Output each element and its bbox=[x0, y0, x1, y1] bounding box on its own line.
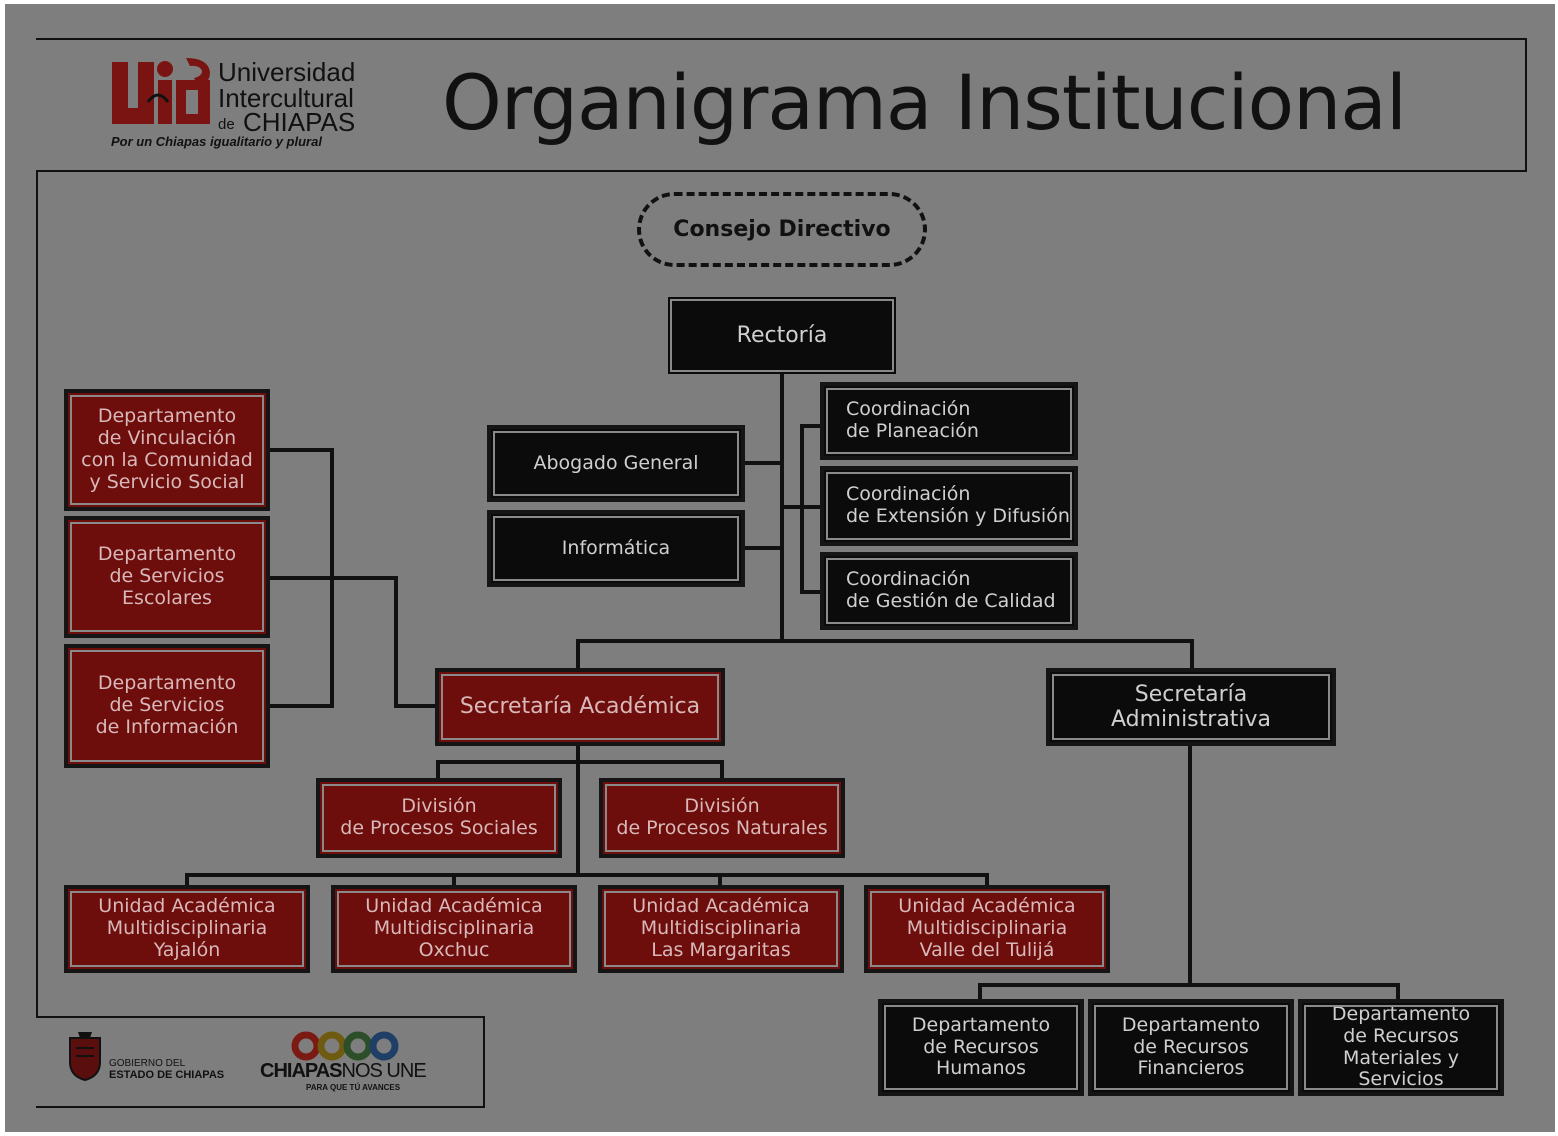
connector-sec-academica-drop bbox=[576, 639, 580, 671]
node-coord-extension: Coordinación de Extensión y Difusión bbox=[820, 466, 1078, 546]
footer-gobierno-line1: GOBIERNO DEL bbox=[109, 1058, 186, 1069]
logo-slogan: Por un Chiapas igualitario y plural bbox=[111, 134, 322, 149]
connector-divisions-bar bbox=[436, 760, 724, 764]
node-depto-recursos-humanos: Departamento de Recursos Humanos bbox=[878, 999, 1084, 1096]
connector-coord-planeacion bbox=[800, 424, 822, 428]
footer-chiapas-word: CHIAPAS bbox=[260, 1060, 343, 1082]
header-border-top bbox=[36, 38, 1527, 40]
connector-coord-extension bbox=[800, 505, 822, 509]
logo-de: de bbox=[218, 116, 235, 133]
connector-unidad-2 bbox=[452, 873, 456, 887]
node-coord-calidad: Coordinación de Gestión de Calidad bbox=[820, 552, 1078, 630]
connector-admin-trunk bbox=[1188, 743, 1192, 985]
footer-border-right bbox=[483, 1016, 485, 1108]
node-depto-recursos-financieros: Departamento de Recursos Financieros bbox=[1088, 999, 1294, 1096]
node-depto-vinculacion: Departamento de Vinculación con la Comun… bbox=[64, 389, 270, 511]
connector-unidad-4 bbox=[985, 873, 989, 887]
node-unidad-valle-del-tulija: Unidad Académica Multidisciplinaria Vall… bbox=[864, 885, 1110, 973]
connector-admin-1 bbox=[978, 983, 982, 1001]
node-secretaria-administrativa: Secretaría Administrativa bbox=[1046, 668, 1336, 746]
node-rectoria: Rectoría bbox=[668, 297, 896, 374]
node-consejo-directivo: Consejo Directivo bbox=[637, 192, 927, 267]
node-division-procesos-naturales: División de Procesos Naturales bbox=[599, 778, 845, 858]
footer-chiapas-brand: CHIAPASNOS UNE bbox=[260, 1060, 427, 1083]
connector-dept-escolares bbox=[268, 576, 398, 580]
connector-coord-vertical bbox=[800, 424, 804, 594]
header-border-bottom bbox=[36, 170, 1527, 172]
connector-dept-vinculacion bbox=[268, 448, 334, 452]
connector-div-sociales bbox=[436, 760, 440, 780]
gobierno-chiapas-shield-icon bbox=[69, 1032, 101, 1082]
node-unidad-oxchuc: Unidad Académica Multidisciplinaria Oxch… bbox=[331, 885, 577, 973]
header-border-right bbox=[1525, 38, 1527, 172]
connector-dept-informacion bbox=[268, 704, 334, 708]
connector-unidad-3 bbox=[718, 873, 722, 887]
page-title: Organigrama Institucional bbox=[442, 58, 1407, 147]
node-division-procesos-sociales: División de Procesos Sociales bbox=[316, 778, 562, 858]
logo-chiapas: CHIAPAS bbox=[243, 107, 356, 137]
node-depto-recursos-materiales: Departamento de Recursos Materiales y Se… bbox=[1298, 999, 1504, 1096]
node-abogado-general: Abogado General bbox=[487, 425, 745, 502]
footer-gobierno-line2: ESTADO DE CHIAPAS bbox=[109, 1069, 225, 1081]
frame-left-border bbox=[36, 170, 38, 1018]
connector-escolares-down bbox=[394, 576, 398, 708]
connector-unidades-bar bbox=[185, 873, 989, 877]
node-unidad-yajalon: Unidad Académica Multidisciplinaria Yaja… bbox=[64, 885, 310, 973]
connector-coord-calidad bbox=[800, 590, 822, 594]
footer-chiapas-tagline: PARA QUE TÚ AVANCES bbox=[306, 1083, 401, 1092]
connector-sec-admin-drop bbox=[1190, 639, 1194, 671]
connector-admin-3 bbox=[1396, 983, 1400, 1001]
university-logo-icon bbox=[112, 58, 210, 124]
logo-universidad: Universidad bbox=[218, 57, 356, 87]
chiapas-nos-une-rings-icon bbox=[291, 1031, 399, 1061]
connector-unidad-1 bbox=[185, 873, 189, 887]
footer-nos-une: NOS UNE bbox=[341, 1060, 427, 1082]
connector-div-naturales bbox=[720, 760, 724, 780]
footer-border-bottom bbox=[36, 1106, 485, 1108]
connector-secretarias-bar bbox=[576, 639, 1194, 643]
footer-border-top bbox=[36, 1016, 485, 1018]
connector-abogado bbox=[742, 461, 782, 465]
connector-coord-stub bbox=[782, 505, 802, 509]
node-secretaria-academica: Secretaría Académica bbox=[435, 668, 725, 746]
logo-intercultural: Intercultural bbox=[218, 83, 354, 113]
connector-informatica bbox=[742, 546, 782, 550]
connector-admin-bar bbox=[978, 983, 1400, 987]
node-depto-servicios-escolares: Departamento de Servicios Escolares bbox=[64, 516, 270, 638]
node-unidad-las-margaritas: Unidad Académica Multidisciplinaria Las … bbox=[598, 885, 844, 973]
connector-academica-trunk bbox=[576, 743, 580, 877]
node-informatica: Informática bbox=[487, 510, 745, 587]
connector-to-sec-academica bbox=[394, 704, 438, 708]
node-coord-planeacion: Coordinación de Planeación bbox=[820, 382, 1078, 460]
node-depto-servicios-informacion: Departamento de Servicios de Información bbox=[64, 644, 270, 768]
